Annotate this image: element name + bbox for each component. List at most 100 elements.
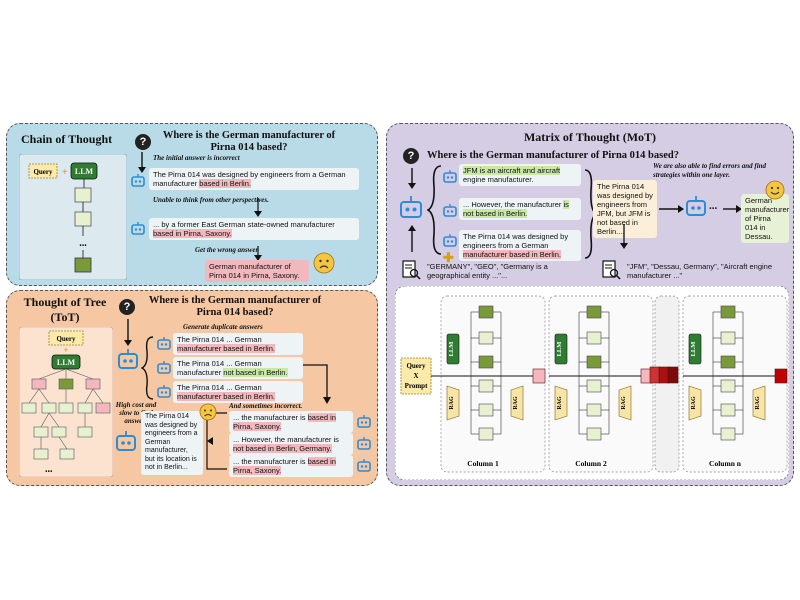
mot-query-label: Query: [406, 362, 426, 370]
tot-panel: Thought of Tree (ToT) Query + LLM: [6, 290, 378, 486]
mot-column-n-label: Column n: [709, 459, 742, 468]
mot-branch-3-highlight: manufacturer based in Berlin.: [463, 250, 561, 259]
cot-node: [74, 187, 92, 203]
mot-x-label: X: [413, 372, 418, 380]
cot-node-final: [74, 257, 92, 273]
mot-branch-3: The Pirna 014 was designed by engineers …: [459, 230, 581, 261]
mot-node: [720, 403, 736, 417]
mot-rag-box: [554, 385, 568, 421]
mot-panel: Matrix of Thought (MoT) ? Where is the G…: [386, 123, 794, 486]
mot-column-ellipsis: [654, 295, 680, 473]
tot-reason-1-text: ... the manufacturer is: [233, 413, 308, 422]
tot-node: [77, 402, 93, 414]
tot-answer-2-highlight: not based in Berlin.: [223, 368, 288, 377]
mot-arrow-down: [620, 224, 628, 249]
tot-dots: ...: [45, 464, 53, 475]
tot-node-pruned: [85, 378, 101, 390]
tot-title-line2: (ToT): [50, 310, 80, 324]
robot-icon: [443, 170, 457, 189]
cot-note-unable: Unable to think from other perspectives.: [153, 196, 269, 204]
mot-column-1-label: Column 1: [467, 459, 499, 468]
cot-arrow-down: [254, 198, 262, 217]
mot-node: [586, 305, 602, 319]
cot-arrow-down: [138, 152, 146, 173]
cot-answer-1: The Pirna 014 was designed by engineers …: [149, 168, 359, 190]
cot-answer-2-highlight: based in Pirna, Saxony.: [153, 229, 232, 238]
tot-node: [77, 426, 93, 438]
mot-node: [720, 379, 736, 393]
tot-arrow-down: [124, 319, 132, 346]
robot-icon-large: [685, 196, 707, 223]
search-document-icon: [401, 260, 421, 285]
mot-dots: ...: [709, 200, 718, 212]
mot-prompt-label: Prompt: [405, 382, 428, 390]
mot-branch-1-highlight-2: aircraft: [537, 166, 561, 175]
mot-output-node: [774, 368, 788, 384]
tot-answer-2: The Pirna 014 ... German manufacturer no…: [173, 357, 303, 379]
robot-icon: [157, 361, 171, 380]
tot-node: [41, 402, 57, 414]
tot-node-pruned: [95, 402, 111, 414]
cot-node: [74, 211, 92, 227]
cot-question: Where is the German manufacturer of Pirn…: [162, 130, 336, 153]
cot-answer-1-highlight: based in Berlin.: [199, 179, 251, 188]
robot-icon: [157, 337, 171, 356]
mot-arrow-up: [408, 225, 416, 252]
tot-answer-3-highlight: manufacturer based in Berlin.: [177, 392, 275, 401]
mot-node: [478, 427, 494, 441]
robot-icon: [443, 204, 457, 223]
robot-icon: [357, 459, 371, 478]
cot-note-wrong: Get the wrong answer: [195, 246, 259, 254]
tot-answer-1-text: The Pirna 014 ... German: [177, 335, 262, 344]
tot-question: Where is the German manufacturer of Pirn…: [148, 295, 322, 318]
mot-node: [478, 379, 494, 393]
mot-rag-label: RAG: [557, 396, 563, 410]
robot-icon: [157, 385, 171, 404]
mot-node: [478, 403, 494, 417]
mot-node: [478, 305, 494, 319]
tot-node: [33, 448, 49, 460]
mot-arrow-right: [659, 205, 684, 213]
cot-answer-1-text: The Pirna 014 was designed by engineers …: [153, 170, 346, 188]
mot-llm-box: [446, 333, 460, 365]
tot-node: [58, 378, 74, 390]
mot-rag-label: RAG: [513, 396, 519, 410]
mot-node: [586, 403, 602, 417]
mot-brace: [427, 165, 442, 255]
mot-node: [720, 305, 736, 319]
mot-branch-1-text: engine manufacturer.: [463, 175, 534, 184]
mot-node: [586, 427, 602, 441]
tot-note-cost: High cost and slow to find answers: [115, 401, 157, 425]
mot-branch-3-text: The Pirna 014 was designed by engineers …: [463, 232, 569, 250]
tot-query-label: Query: [56, 335, 76, 343]
cot-answer-2-text: ... by a former East German state-owned …: [153, 220, 335, 229]
mot-node: [478, 355, 494, 369]
tot-note-incorrect: And sometimes incorrect.: [229, 402, 303, 410]
tot-node: [51, 426, 67, 438]
cot-note-initial: The initial answer is incorrect: [153, 154, 240, 162]
tot-answer-2-text: The Pirna 014 ... German manufacturer: [177, 359, 262, 377]
mot-llm-label: LLM: [556, 342, 563, 357]
mot-branch-1: JFM is an aircraft and aircraft engine m…: [459, 164, 581, 186]
mot-kg-2: "JFM", "Dessau, Germany", "Aircraft engi…: [627, 262, 773, 280]
tot-reason-2: ... However, the manufacturer is not bas…: [229, 433, 353, 455]
mot-rag-label: RAG: [621, 396, 627, 410]
tot-answer-3: The Pirna 014 ... German manufacturer ba…: [173, 381, 303, 403]
tot-query-box: [48, 330, 84, 346]
mot-rag-label: RAG: [449, 396, 455, 410]
mot-note-able: We are also able to find errors and find…: [653, 162, 767, 179]
sad-face-icon: [313, 252, 335, 279]
mot-arrow-right: [723, 205, 742, 213]
mot-rag-box: [510, 385, 524, 421]
mot-transfer-node: [658, 366, 670, 384]
mot-branch-2-text: ... However, the manufacturer: [463, 200, 564, 209]
tot-answer-1-highlight: manufacturer based in Berlin.: [177, 344, 275, 353]
mot-plus-icon: ✚: [443, 250, 454, 265]
mot-final-answer: German manufacturer of Pirna 014 in Dess…: [741, 194, 789, 243]
mot-arrow-down: [408, 168, 416, 189]
tot-arrow-right-down: [303, 364, 331, 404]
mot-llm-label: LLM: [448, 342, 455, 357]
mot-rag-label: RAG: [691, 396, 697, 410]
tot-reason-1: ... the manufacturer is based in Pirna, …: [229, 411, 353, 433]
mot-rag-box: [752, 385, 766, 421]
